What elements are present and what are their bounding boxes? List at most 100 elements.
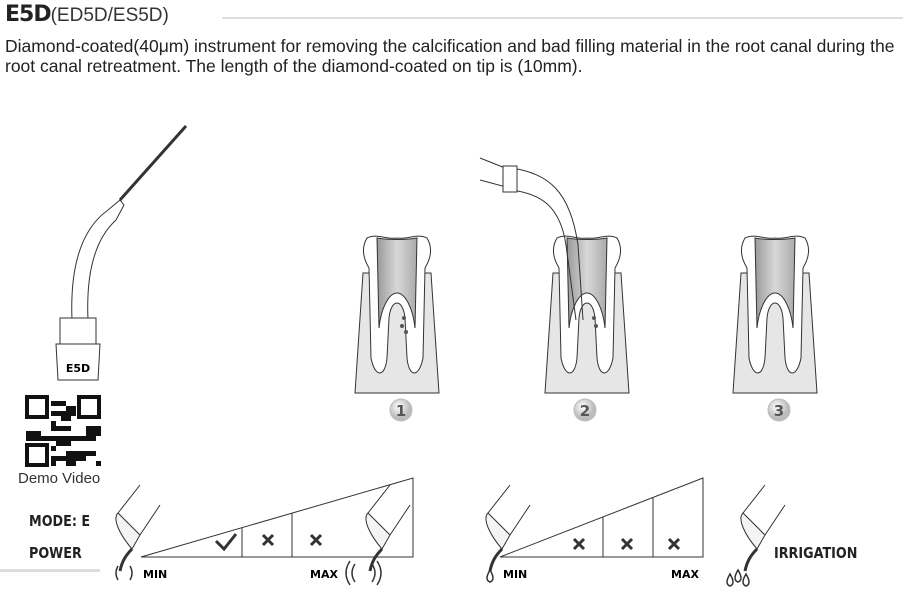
qr-module <box>81 451 86 456</box>
qr-module <box>46 436 51 441</box>
qr-module <box>61 456 66 461</box>
cross-icon <box>667 537 681 551</box>
qr-module <box>71 451 76 456</box>
qr-module <box>66 406 71 411</box>
qr-module <box>26 431 31 436</box>
product-description: Diamond-coated(40μm) instrument for remo… <box>5 36 895 76</box>
model-name: E5D <box>5 2 52 27</box>
handpiece-dry-icon <box>484 483 532 573</box>
scaler-in-tooth <box>479 157 584 321</box>
qr-module <box>56 401 61 406</box>
tooth-step-3 <box>732 235 818 394</box>
tip-label: E5D <box>66 362 90 375</box>
handpiece-low-icon <box>114 483 162 573</box>
qr-module <box>56 456 61 461</box>
qr-module <box>66 426 71 431</box>
qr-module <box>81 456 86 461</box>
step-number-2: 2 <box>580 402 590 420</box>
step-number-3: 3 <box>774 402 784 420</box>
qr-module <box>51 411 56 416</box>
product-title: E5D(ED5D/ES5D) <box>5 2 169 27</box>
qr-module <box>26 436 31 441</box>
qr-module <box>51 421 56 426</box>
qr-module <box>96 426 101 431</box>
qr-module <box>71 436 76 441</box>
qr-module <box>76 436 81 441</box>
qr-module <box>61 401 66 406</box>
tooth-step-1 <box>354 235 440 394</box>
power-min-label: MIN <box>143 568 167 581</box>
qr-module <box>41 436 46 441</box>
qr-module <box>36 436 41 441</box>
qr-module <box>81 436 86 441</box>
power-scale <box>140 477 414 558</box>
qr-module <box>96 431 101 436</box>
qr-module <box>51 401 56 406</box>
e5d-tip-drawing <box>55 125 188 381</box>
vibration-icon <box>115 560 382 586</box>
step-badges <box>389 398 791 422</box>
qr-module <box>86 426 91 431</box>
cross-icon <box>309 533 323 547</box>
model-variants: (ED5D/ES5D) <box>50 5 169 26</box>
qr-module <box>51 446 56 451</box>
qr-module <box>56 441 61 446</box>
qr-module <box>56 426 61 431</box>
qr-module <box>86 451 91 456</box>
header-divider <box>222 17 903 19</box>
qr-module <box>36 431 41 436</box>
qr-module <box>76 451 81 456</box>
demo-video-caption[interactable]: Demo Video <box>18 470 101 487</box>
qr-module <box>66 411 71 416</box>
power-max-label: MAX <box>310 568 338 581</box>
qr-module <box>66 436 71 441</box>
qr-module <box>61 436 66 441</box>
qr-module <box>51 461 56 466</box>
qr-module <box>66 441 71 446</box>
qr-module <box>61 411 66 416</box>
calcification-mark <box>400 316 598 334</box>
qr-module <box>71 456 76 461</box>
mode-label: MODE: E <box>29 512 91 530</box>
qr-module <box>31 431 36 436</box>
qr-code[interactable] <box>25 395 101 467</box>
qr-module <box>71 406 76 411</box>
tooth-step-2 <box>544 235 630 394</box>
qr-module <box>66 416 71 421</box>
qr-module <box>86 436 91 441</box>
cross-icon <box>261 533 275 547</box>
qr-module <box>91 431 96 436</box>
qr-module <box>91 436 96 441</box>
irrigation-max-label: MAX <box>671 568 699 581</box>
handpiece-high-icon <box>364 483 412 573</box>
cross-icon <box>572 537 586 551</box>
qr-module <box>31 436 36 441</box>
qr-module <box>71 461 76 466</box>
qr-module <box>91 426 96 431</box>
irrigation-label: IRRIGATION <box>774 544 858 562</box>
irrigation-min-label: MIN <box>503 568 527 581</box>
qr-module <box>61 416 66 421</box>
power-label: POWER <box>29 544 82 562</box>
qr-module <box>61 426 66 431</box>
qr-module <box>61 441 66 446</box>
qr-module <box>71 411 76 416</box>
qr-module <box>56 436 61 441</box>
cross-icon <box>620 537 634 551</box>
qr-module <box>96 461 101 466</box>
qr-module <box>51 436 56 441</box>
qr-module <box>91 451 96 456</box>
qr-module <box>86 431 91 436</box>
qr-module <box>51 426 56 431</box>
qr-module <box>66 451 71 456</box>
qr-module <box>56 411 61 416</box>
check-icon <box>214 533 238 552</box>
qr-module <box>66 461 71 466</box>
irrigation-scale <box>499 477 704 558</box>
step-number-1: 1 <box>396 402 406 420</box>
qr-module <box>66 456 71 461</box>
footer-divider <box>0 569 100 572</box>
qr-module <box>51 456 56 461</box>
water-drop-icon <box>486 568 750 587</box>
